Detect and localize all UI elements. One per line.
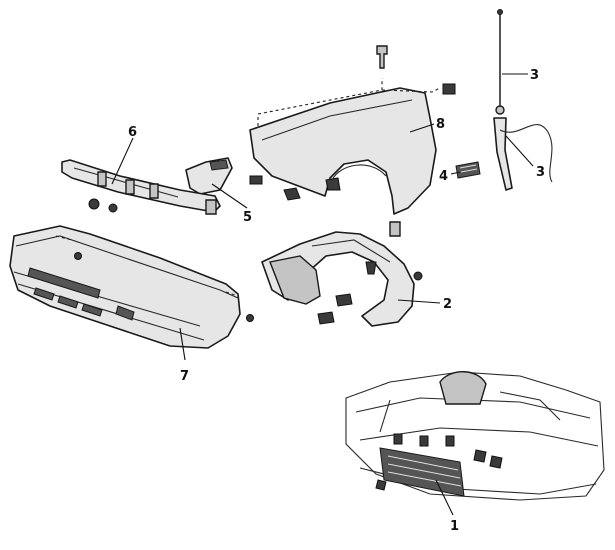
wheelhouse-liner — [261, 231, 423, 327]
leader-lines — [111, 73, 534, 516]
fender-clip — [455, 161, 481, 179]
callout-labels: 6 5 8 3 3 4 2 7 1 — [128, 68, 545, 534]
callout-3-antenna-mast: 3 — [530, 68, 539, 83]
callout-4: 4 — [439, 169, 448, 184]
front-fender — [249, 45, 456, 237]
antenna-assembly — [493, 9, 553, 191]
turn-signal-cover — [185, 157, 233, 195]
callout-3-antenna-base: 3 — [536, 165, 545, 180]
callout-6: 6 — [128, 125, 137, 140]
callout-2: 2 — [443, 297, 452, 312]
vehicle-front-with-grille — [345, 371, 605, 501]
callout-7: 7 — [180, 369, 189, 384]
callout-8: 8 — [436, 117, 445, 132]
front-bumper — [9, 225, 254, 349]
bumper-reinforcement — [61, 159, 221, 215]
callout-5: 5 — [243, 210, 252, 225]
callout-1: 1 — [450, 519, 459, 534]
